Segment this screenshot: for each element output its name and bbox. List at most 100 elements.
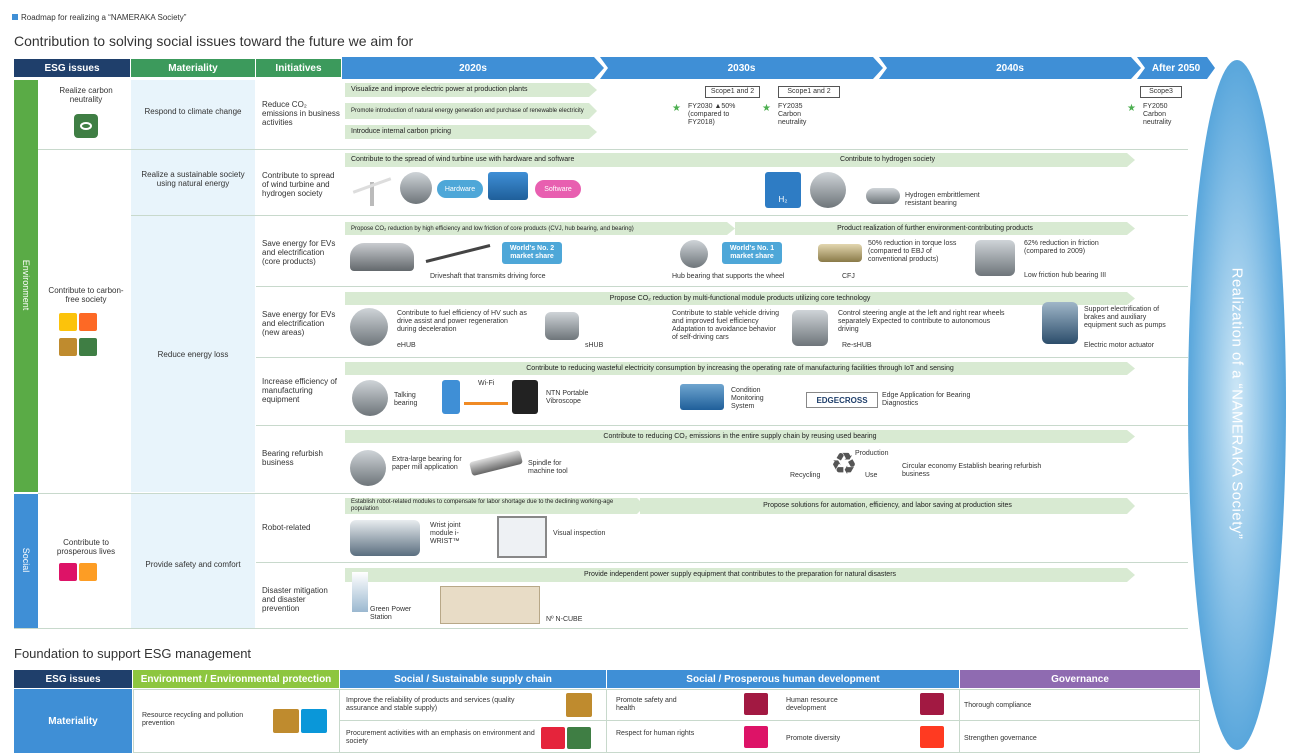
sdg8b-icon (920, 693, 944, 715)
sep (14, 628, 1188, 629)
realization-text: Realization of a “NAMERAKA Society” (1228, 267, 1246, 540)
header-materiality: Materiality (131, 59, 255, 77)
foundation-gov: Governance (960, 670, 1200, 688)
bar-hydrogen: Contribute to hydrogen society (640, 153, 1135, 167)
hub-label: Hub bearing that supports the wheel (672, 273, 785, 280)
circular-label: Circular economy Establish bearing refur… (902, 463, 1042, 478)
extra-large-label: Extra-large bearing for paper mill appli… (392, 456, 462, 471)
ehub-icon (350, 308, 388, 346)
production-label: Production (855, 450, 889, 457)
car-icon (350, 243, 414, 271)
foundation-governance: Strengthen governance (964, 735, 1037, 742)
esg-prosperous: Contribute to prosperous lives (56, 538, 116, 556)
sdg12-icon (59, 338, 77, 356)
cms-label: Condition Monitoring System (731, 387, 764, 410)
sdg-social-b-icon (79, 563, 97, 581)
robot-arm-icon (350, 520, 420, 556)
driveshaft-icon (425, 244, 491, 263)
edgecross-logo: EDGECROSS (806, 392, 878, 408)
header-initiatives: Initiatives (256, 59, 341, 77)
sep (131, 215, 1188, 216)
sdg12b-icon (273, 709, 299, 733)
use-label: Use (865, 472, 878, 479)
mat-safety: Provide safety and comfort (145, 559, 241, 569)
sep (256, 562, 1188, 563)
star-icon: ★ (1127, 103, 1136, 114)
header-2030s: 2030s (600, 57, 883, 79)
recycling-label: Recycling (790, 472, 821, 479)
bar-promote: Promote introduction of natural energy g… (345, 103, 597, 119)
wrist-label: Wrist joint module i-WRIST™ (430, 522, 461, 545)
init-wind: Contribute to spread of wind turbine and… (262, 170, 335, 198)
wifi-label: Wi-Fi (478, 380, 495, 387)
mat-natural: Realize a sustainable society using natu… (141, 170, 245, 188)
environment-side (14, 80, 38, 492)
sdg-p2-icon (567, 727, 591, 749)
sdg-icons-env (58, 312, 118, 364)
cms-icon (680, 384, 724, 410)
target-fy2050: FY2050 Carbon neutrality (1143, 103, 1172, 126)
bar-automation: Propose solutions for automation, effici… (640, 498, 1135, 514)
foundation-hr: Human resource development (786, 697, 838, 712)
bar-visualize: Visualize and improve electric power at … (345, 83, 597, 97)
foundation-supply: Social / Sustainable supply chain (340, 670, 606, 688)
sep (340, 720, 960, 721)
spindle-icon (469, 449, 523, 477)
low-friction-label: Low friction hub bearing III (1024, 272, 1107, 279)
driveshaft-label: Driveshaft that transmits driving force (430, 273, 546, 280)
friction-label: 62% reduction in friction (compared to 2… (1024, 240, 1099, 255)
steer-label: Control steering angle at the left and r… (838, 310, 1005, 333)
bar-product-realization: Product realization of further environme… (735, 222, 1135, 235)
sdg7-icon (59, 313, 77, 331)
embrittlement-bearing-icon (866, 188, 900, 204)
ncube-label: Nº N-CUBE (546, 616, 583, 623)
sep (960, 720, 1200, 721)
target-fy2030: FY2030 ▲50% (compared to FY2018) (688, 103, 736, 126)
sdg9-icon (79, 313, 97, 331)
device-icon (488, 172, 528, 200)
init-co2: Reduce CO₂ emissions in business activit… (262, 99, 340, 127)
materiality-bg-3 (131, 216, 255, 492)
sensor-icon (442, 380, 460, 414)
visual-label: Visual inspection (553, 530, 606, 537)
shub-label: sHUB (585, 342, 604, 349)
sdg-icons-social (58, 562, 118, 586)
sep (256, 357, 1188, 358)
init-ev-core: Save energy for EVs and electrification … (262, 238, 336, 266)
materiality-bg-1 (131, 80, 255, 150)
esg-carbon-free: Contribute to carbon-free society (48, 286, 124, 304)
cfj-icon (818, 244, 862, 262)
bar-wind-spread: Contribute to the spread of wind turbine… (345, 153, 650, 167)
bar-reuse: Contribute to reducing CO₂ emissions in … (345, 430, 1135, 443)
actuator-icon (1042, 302, 1078, 344)
edge-app-label: Edge Application for Bearing Diagnostics (882, 392, 971, 407)
talking-label: Talking bearing (394, 392, 418, 407)
worlds-no1-badge: World's No. 1 market share (722, 242, 782, 264)
vibroscope-icon (512, 380, 538, 414)
arrow-icon (464, 402, 508, 405)
bearing-icon (400, 172, 432, 204)
spindle-label: Spindle for machine tool (528, 460, 568, 475)
ncube-icon (440, 586, 540, 624)
materiality-bg-4 (131, 494, 255, 628)
inspection-icon (497, 516, 547, 558)
init-robot: Robot-related (262, 522, 311, 532)
mat-climate: Respond to climate change (144, 106, 242, 116)
scope-label-3: Scope3 (1140, 86, 1182, 98)
top-label: Roadmap for realizing a “NAMERAKA Societ… (12, 13, 186, 22)
header-2040s: 2040s (879, 57, 1141, 79)
sep (959, 689, 960, 753)
bar-iot: Contribute to reducing wasteful electric… (345, 362, 1135, 375)
hydrogen-bearing-label: Hydrogen embrittlement resistant bearing (905, 192, 980, 207)
bar-robot-modules: Establish robot-related modules to compe… (345, 498, 645, 514)
foundation-resource: Resource recycling and pollution prevent… (142, 712, 244, 727)
torque-label: 50% reduction in torque loss (compared t… (868, 240, 957, 263)
bar-carbon-pricing: Introduce internal carbon pricing (345, 125, 597, 139)
sep (38, 493, 1188, 494)
sdg-p1-icon (541, 727, 565, 749)
foundation-reliability: Improve the reliability of products and … (346, 697, 515, 712)
sdg8-icon (744, 693, 768, 715)
header-after-2050: After 2050 (1137, 57, 1215, 79)
target-fy2035: FY2035 Carbon neutrality (778, 103, 807, 126)
foundation-rights: Respect for human rights (616, 730, 695, 737)
